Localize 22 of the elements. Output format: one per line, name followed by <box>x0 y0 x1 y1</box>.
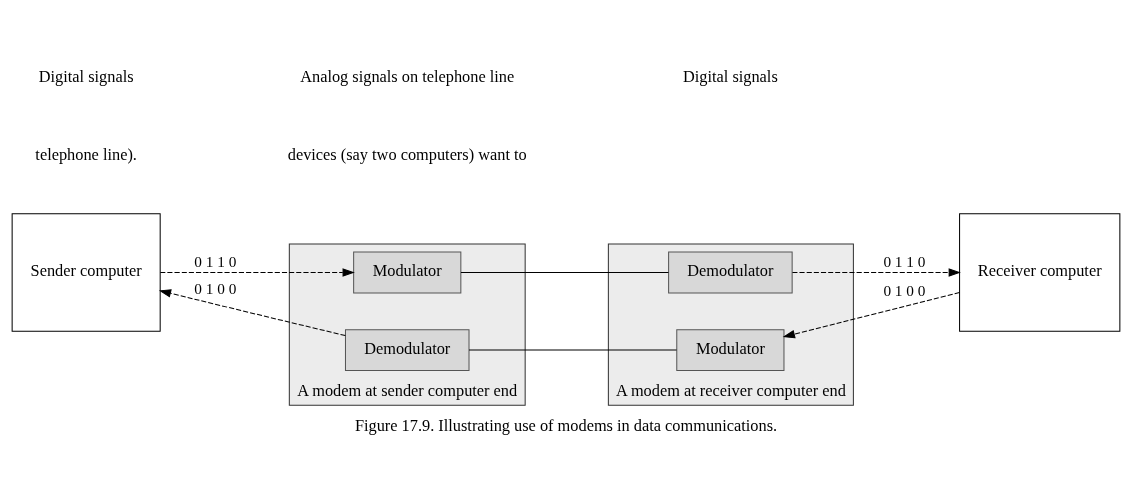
caption: Figure 17.9. Illustrating use of modems in data communications. <box>354 415 778 435</box>
node-box: Modulator <box>353 251 462 294</box>
label: Digital signals <box>682 67 778 87</box>
node-box: Sender computer <box>11 213 161 332</box>
label: devices (say two computers) want to <box>287 144 527 164</box>
label: telephone line). <box>35 144 137 164</box>
edge-label: 0 1 1 0 <box>194 253 237 271</box>
arrow <box>791 268 961 277</box>
connector <box>468 349 678 351</box>
arrow <box>782 291 960 339</box>
connector <box>460 271 669 273</box>
node-box: Modulator <box>676 329 785 371</box>
edge-label: 0 1 1 0 <box>883 253 926 271</box>
edge-label: 0 1 0 0 <box>883 281 926 299</box>
edge-label: 0 1 0 0 <box>194 279 237 297</box>
arrow <box>158 289 346 337</box>
arrow <box>159 268 355 277</box>
label: Digital signals <box>38 67 134 87</box>
node-box: Receiver computer <box>959 213 1121 332</box>
node-box: Demodulator <box>668 251 793 294</box>
label: Analog signals on telephone line <box>300 67 515 87</box>
node-box: Demodulator <box>344 329 470 371</box>
